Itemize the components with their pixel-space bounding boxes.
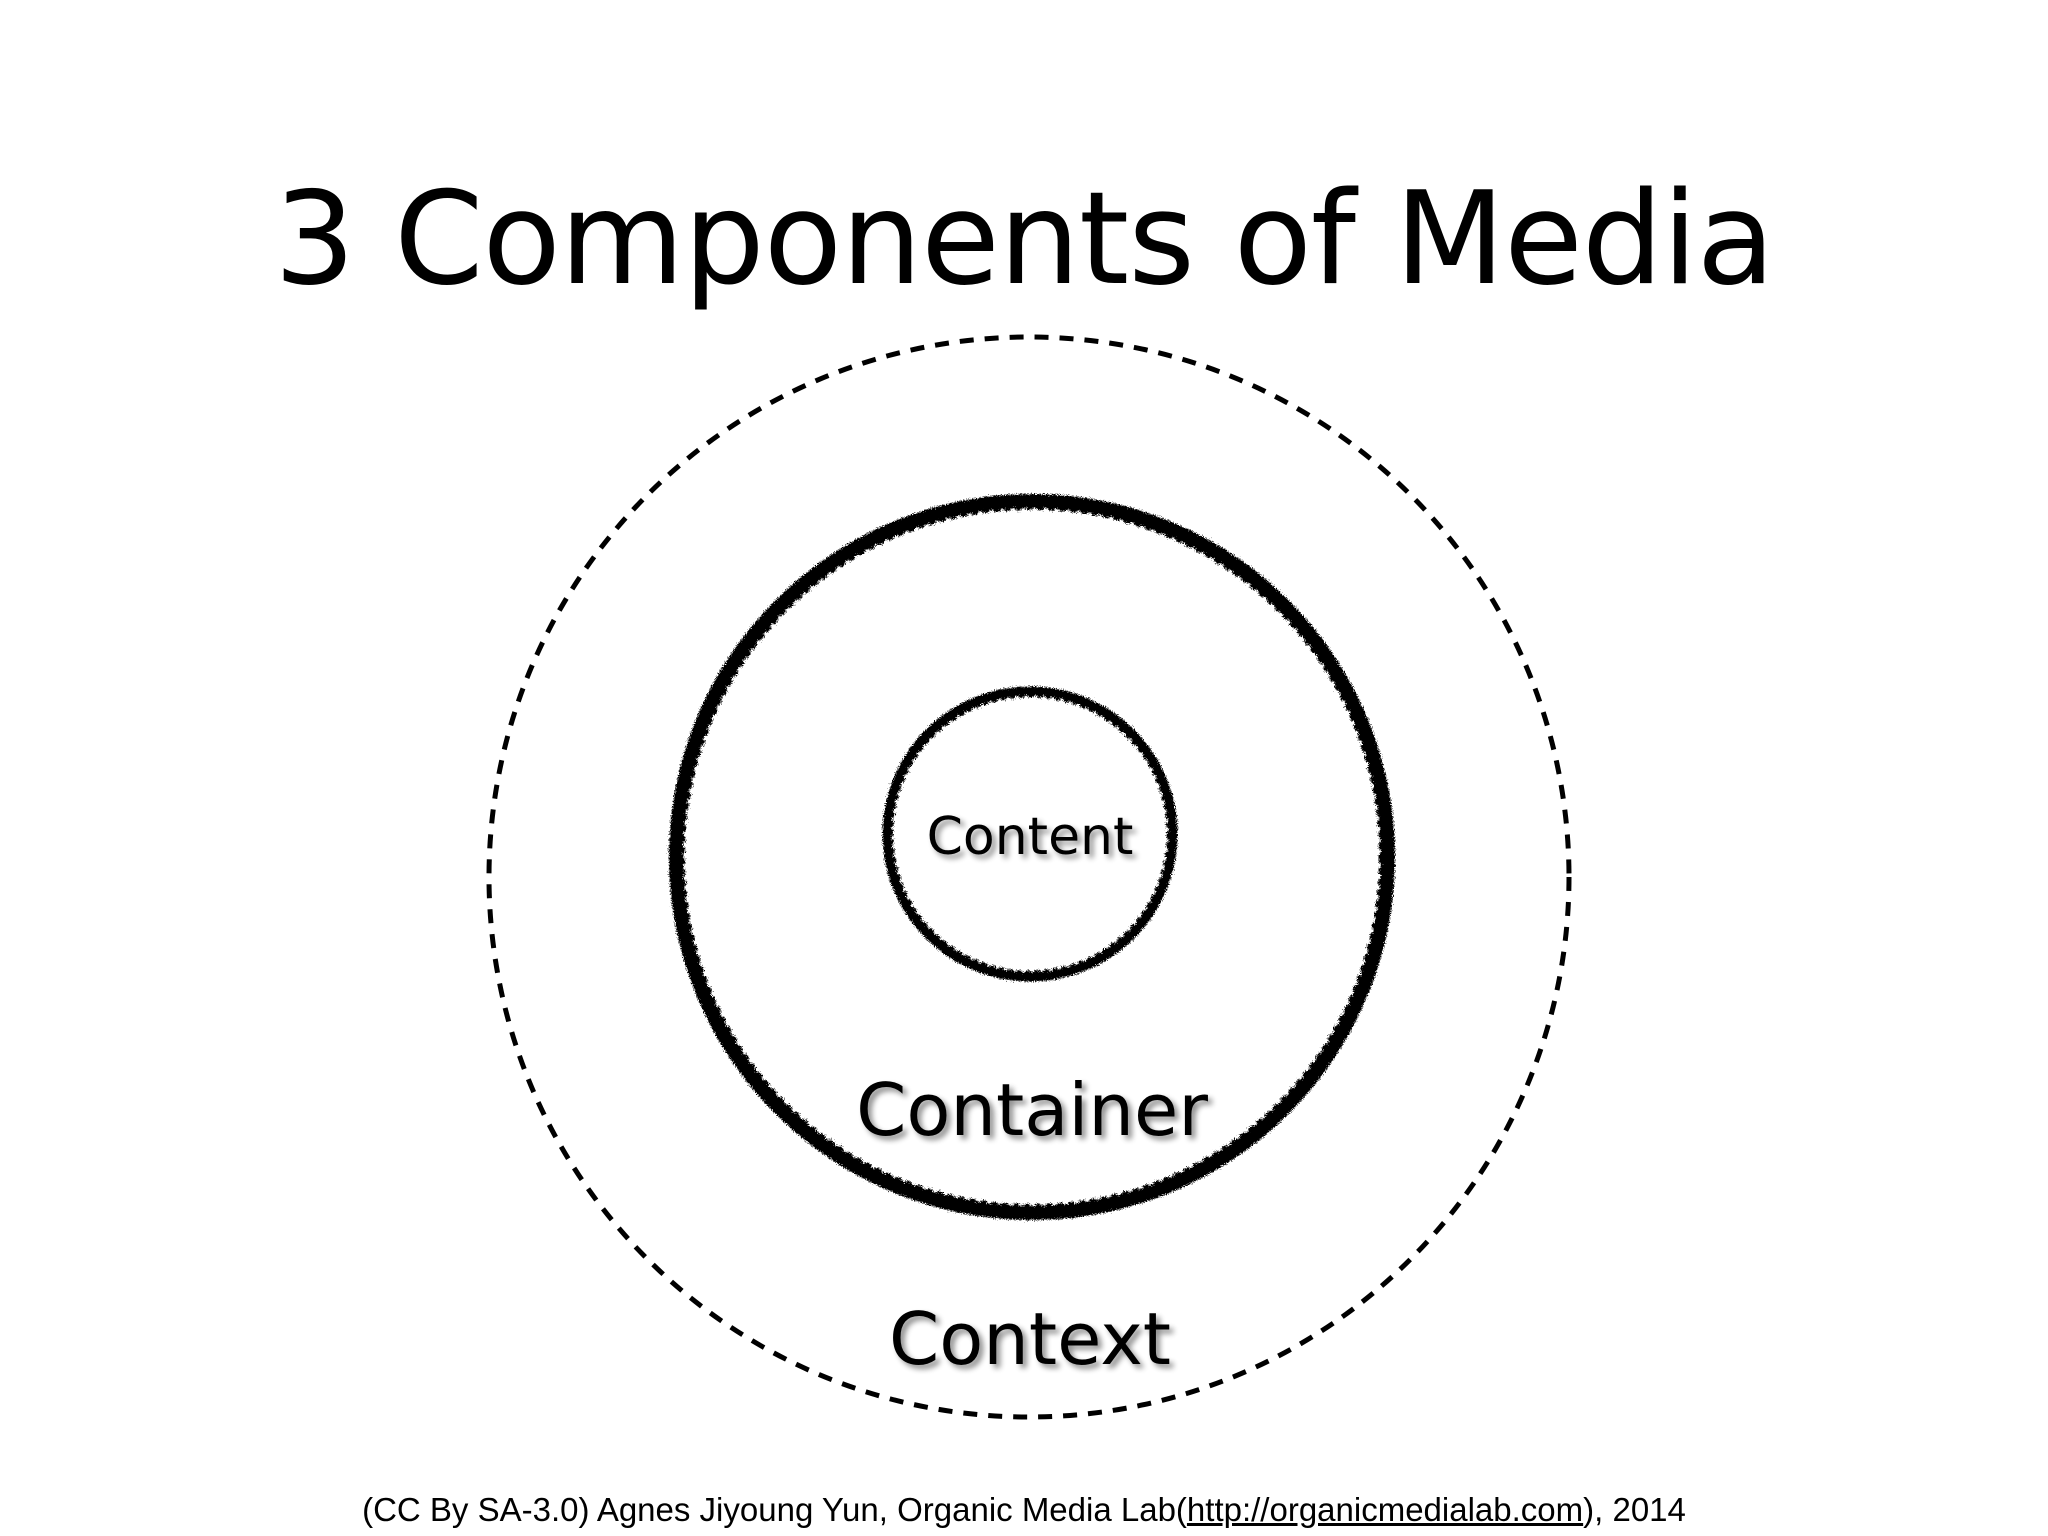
footer-credit-prefix: (CC By SA-3.0) Agnes Jiyoung Yun, Organi…: [362, 1491, 1187, 1528]
container-circle: [669, 494, 1395, 1220]
footer-credit-suffix: ), 2014: [1583, 1491, 1686, 1528]
context-circle: [486, 334, 1572, 1420]
footer-credit: (CC By SA-3.0) Agnes Jiyoung Yun, Organi…: [0, 1490, 2048, 1530]
footer-link[interactable]: http://organicmedialab.com: [1186, 1491, 1584, 1528]
slide-title: 3 Components of Media: [273, 165, 1775, 314]
context-label: Context: [889, 1297, 1171, 1381]
content-circle: [882, 686, 1178, 982]
container-label: Container: [856, 1068, 1208, 1152]
content-label: Content: [927, 807, 1134, 867]
